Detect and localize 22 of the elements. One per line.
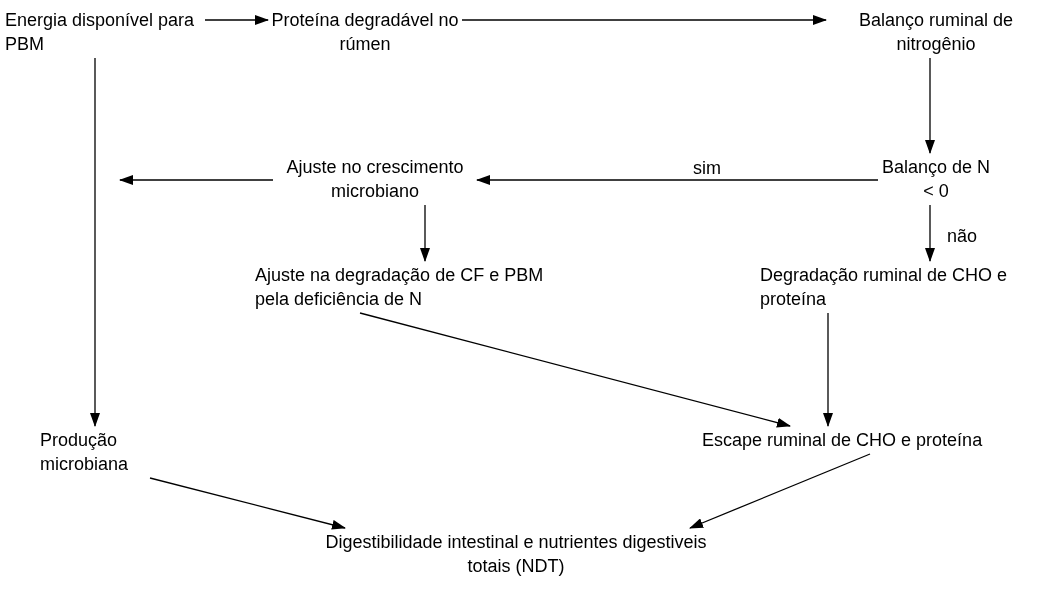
node-text: Proteína degradável no rúmen [270,9,460,56]
arrow [359,312,791,428]
arrow [149,477,346,530]
arrow [925,57,935,154]
arrow [420,204,430,262]
node-text: Balanço ruminal de nitrogênio [857,9,1015,56]
node-text: Ajuste no crescimento microbiano [285,156,465,203]
arrow [119,175,274,185]
node-text: Escape ruminal de CHO e proteína [702,429,984,452]
arrow [476,175,879,185]
arrow [925,204,935,262]
arrow [461,15,827,25]
arrow [689,453,871,529]
node-text: Energia disponível para PBM [5,9,196,56]
node-text: Produção microbiana [40,429,130,476]
arrow [204,15,269,25]
node-text: Digestibilidade intestinal e nutrientes digestiveis totais (NDT) [325,531,707,578]
node-text: Balanço de N < 0 [880,156,992,203]
node-text: Degradação ruminal de CHO e proteína [760,264,1009,311]
arrow [823,312,833,427]
node-text: Ajuste na degradação de CF e PBM pela deficiência de N [255,264,545,311]
arrow [90,57,100,427]
